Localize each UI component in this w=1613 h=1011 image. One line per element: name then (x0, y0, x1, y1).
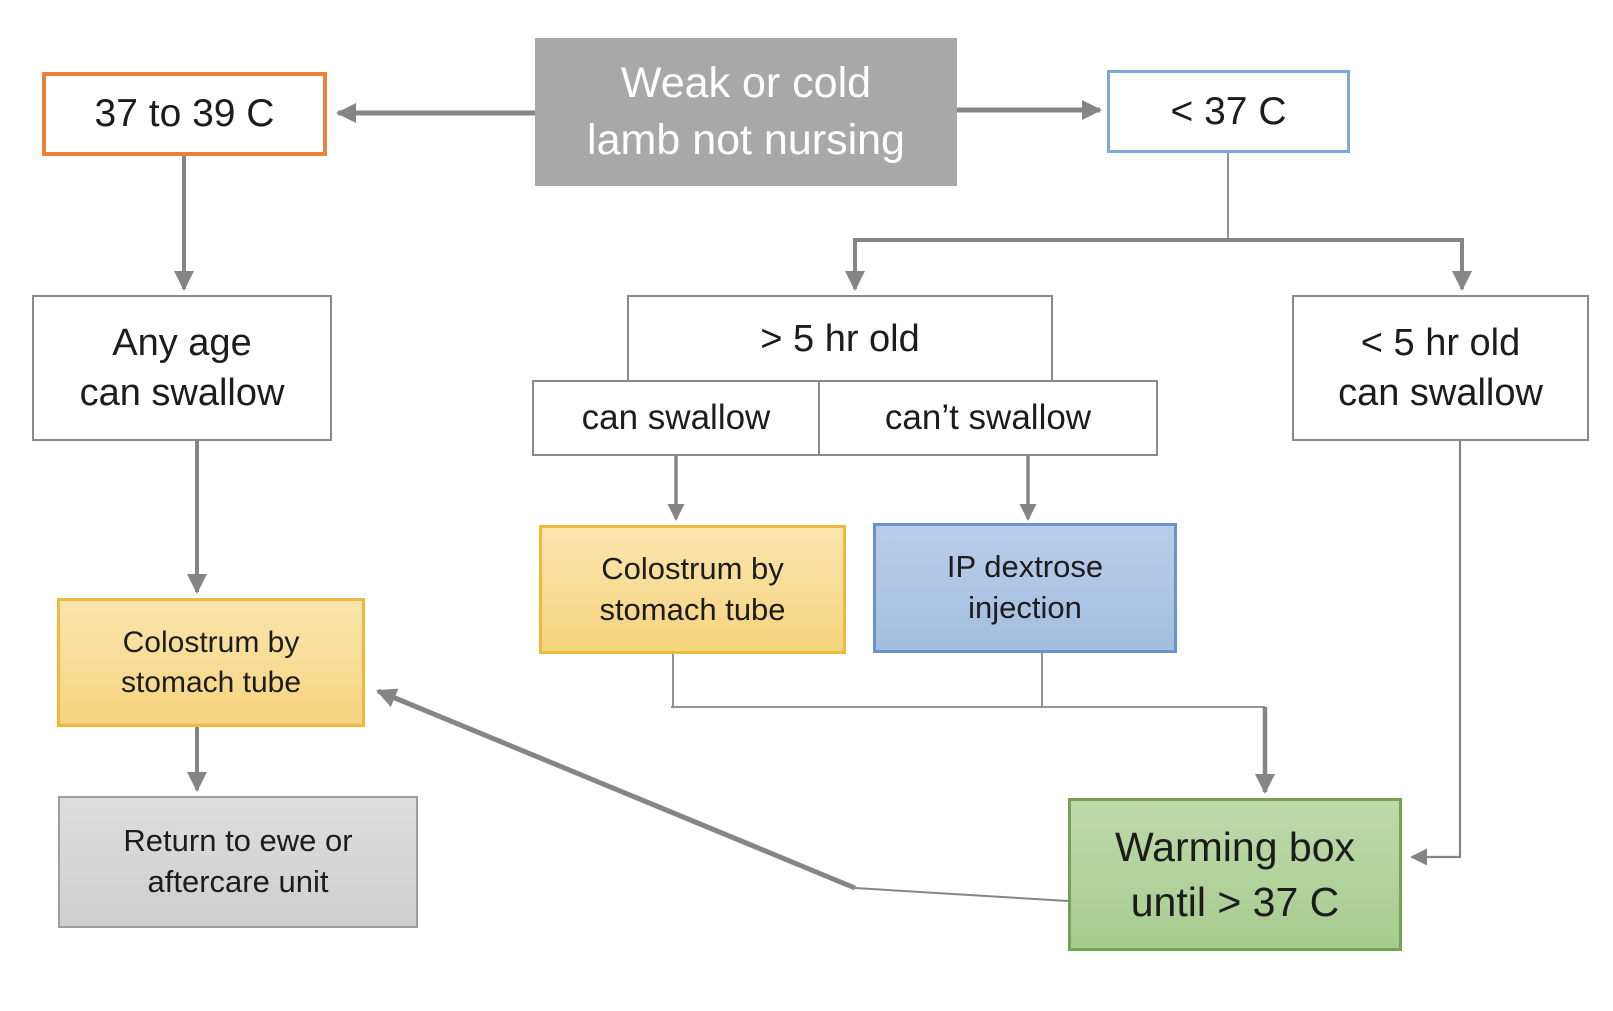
node-any-age-can-swallow: Any age can swallow (32, 295, 332, 441)
node-cant-swallow-label: can’t swallow (884, 397, 1092, 437)
node-weak-or-cold-lamb-line1: Weak or cold (620, 59, 872, 108)
arrow-younger5-to-warming (1410, 441, 1462, 866)
node-can-swallow: can swallow (532, 380, 820, 456)
node-any-age-line1: Any age (112, 321, 252, 364)
node-temp-below-37-label: < 37 C (1170, 89, 1287, 133)
node-colostrum-left: Colostrum by stomach tube (57, 598, 365, 727)
node-return-to-ewe: Return to ewe or aftercare unit (58, 796, 418, 928)
node-temp-37-to-39: 37 to 39 C (42, 72, 327, 156)
line-branch-bar (853, 238, 1464, 244)
node-temp-37-to-39-label: 37 to 39 C (94, 92, 275, 136)
node-warming-box-line1: Warming box (1115, 824, 1355, 871)
node-cant-swallow: can’t swallow (818, 380, 1158, 456)
node-colostrum-left-line1: Colostrum by (122, 625, 300, 659)
line-warming-exit (854, 887, 1069, 902)
node-return-to-ewe-line1: Return to ewe or (123, 823, 353, 859)
node-colostrum-mid-line2: stomach tube (599, 591, 786, 627)
node-colostrum-mid-line1: Colostrum by (601, 550, 784, 586)
node-colostrum-left-line2: stomach tube (120, 665, 302, 699)
node-older-than-5hr: > 5 hr old (627, 295, 1053, 383)
node-ip-dextrose: IP dextrose injection (873, 523, 1177, 653)
node-can-swallow-label: can swallow (581, 397, 771, 437)
node-ip-dextrose-line2: injection (968, 590, 1082, 625)
node-any-age-line2: can swallow (79, 372, 285, 414)
node-colostrum-mid: Colostrum by stomach tube (539, 525, 846, 654)
node-younger-than-5hr-line2: can swallow (1338, 372, 1543, 414)
node-ip-dextrose-line1: IP dextrose (946, 549, 1104, 585)
node-weak-or-cold-lamb-line2: lamb not nursing (587, 116, 905, 164)
arrow-warming-to-colostrum (376, 688, 856, 891)
node-warming-box: Warming box until > 37 C (1068, 798, 1402, 951)
node-weak-or-cold-lamb: Weak or cold lamb not nursing (535, 38, 957, 186)
node-younger-than-5hr: < 5 hr old can swallow (1292, 295, 1589, 441)
node-temp-below-37: < 37 C (1107, 70, 1350, 153)
node-warming-box-line2: until > 37 C (1130, 878, 1340, 925)
node-older-than-5hr-label: > 5 hr old (760, 317, 920, 360)
node-return-to-ewe-line2: aftercare unit (147, 864, 329, 899)
node-younger-than-5hr-line1: < 5 hr old (1360, 321, 1521, 364)
